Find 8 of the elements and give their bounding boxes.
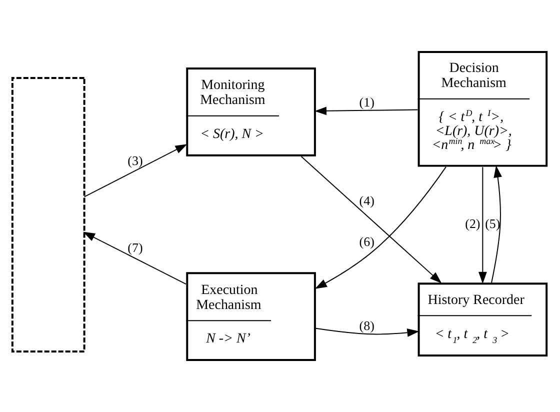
edge-label: (2) (465, 216, 480, 232)
edge-label: (5) (485, 216, 500, 232)
edge-label: (4) (359, 193, 374, 208)
edge-label: (1) (359, 94, 374, 110)
edge-label: (6) (359, 234, 374, 250)
edge-label: (3) (128, 153, 143, 168)
edge-label: (7) (128, 240, 143, 256)
edge-label: (8) (359, 318, 374, 333)
